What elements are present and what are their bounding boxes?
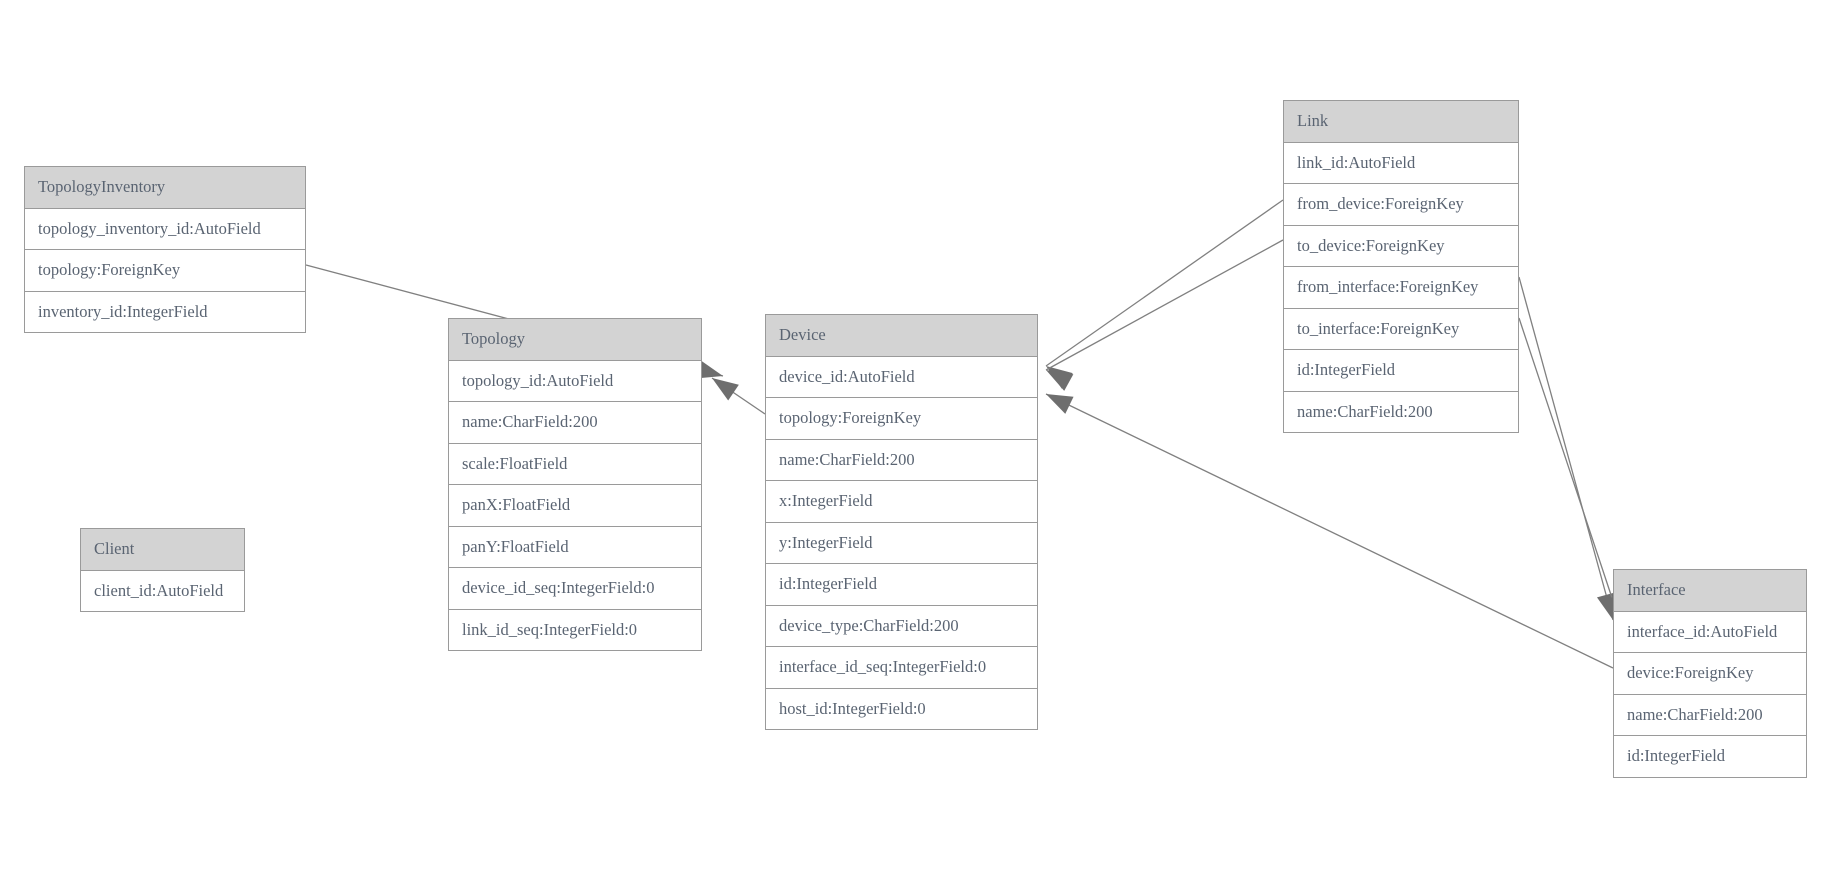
entity-field[interactable]: from_interface:ForeignKey xyxy=(1284,267,1518,309)
relationship-link-from-device xyxy=(1045,199,1284,389)
relationship-arrowhead xyxy=(1046,370,1074,391)
entity-field[interactable]: topology_id:AutoField xyxy=(449,360,701,402)
relationship-arrowhead xyxy=(1046,366,1073,389)
relationship-line xyxy=(1045,239,1284,371)
entity-field[interactable]: inventory_id:IntegerField xyxy=(25,291,305,332)
relationship-link-from-interface xyxy=(1518,276,1616,621)
relationship-line xyxy=(711,377,766,415)
relationship-line xyxy=(1045,199,1284,367)
entity-field[interactable]: client_id:AutoField xyxy=(81,570,244,611)
entity-field[interactable]: from_device:ForeignKey xyxy=(1284,184,1518,226)
entity-field[interactable]: interface_id:AutoField xyxy=(1614,611,1806,653)
entity-field[interactable]: topology:ForeignKey xyxy=(766,398,1037,440)
entity-field[interactable]: to_interface:ForeignKey xyxy=(1284,308,1518,350)
entity-field[interactable]: y:IntegerField xyxy=(766,522,1037,564)
entity-field[interactable]: panY:FloatField xyxy=(449,526,701,568)
entity-field[interactable]: topology:ForeignKey xyxy=(25,250,305,292)
entity-field[interactable]: name:CharField:200 xyxy=(1614,694,1806,736)
entity-field[interactable]: name:CharField:200 xyxy=(449,402,701,444)
relationship-line xyxy=(1518,317,1621,623)
entity-field[interactable]: id:IntegerField xyxy=(1614,736,1806,777)
relationship-line xyxy=(1045,393,1614,669)
entity-field[interactable]: name:CharField:200 xyxy=(766,439,1037,481)
entity-field[interactable]: device:ForeignKey xyxy=(1614,653,1806,695)
relationship-link-to-device xyxy=(1045,239,1284,391)
entity-field[interactable]: name:CharField:200 xyxy=(1284,391,1518,432)
entity-title-link: Link xyxy=(1284,101,1518,143)
entity-field[interactable]: host_id:IntegerField:0 xyxy=(766,688,1037,729)
entity-field[interactable]: device_type:CharField:200 xyxy=(766,605,1037,647)
entity-field[interactable]: topology_inventory_id:AutoField xyxy=(25,208,305,250)
entity-title-client: Client xyxy=(81,529,244,571)
entity-field[interactable]: panX:FloatField xyxy=(449,485,701,527)
entity-field[interactable]: id:IntegerField xyxy=(766,564,1037,606)
entity-field[interactable]: device_id:AutoField xyxy=(766,356,1037,398)
relationship-device-topology xyxy=(711,377,766,415)
entity-field[interactable]: link_id_seq:IntegerField:0 xyxy=(449,609,701,650)
entity-title-topology_inventory: TopologyInventory xyxy=(25,167,305,209)
relationship-line xyxy=(1518,276,1614,621)
entity-field[interactable]: link_id:AutoField xyxy=(1284,142,1518,184)
entity-field[interactable]: interface_id_seq:IntegerField:0 xyxy=(766,647,1037,689)
entity-field[interactable]: device_id_seq:IntegerField:0 xyxy=(449,568,701,610)
relationship-arrowhead xyxy=(712,378,739,401)
entity-field[interactable]: scale:FloatField xyxy=(449,443,701,485)
entity-title-topology: Topology xyxy=(449,319,701,361)
entity-field[interactable]: id:IntegerField xyxy=(1284,350,1518,392)
entity-field[interactable]: x:IntegerField xyxy=(766,481,1037,523)
entity-field[interactable]: to_device:ForeignKey xyxy=(1284,225,1518,267)
entity-title-device: Device xyxy=(766,315,1037,357)
relationship-arrowhead xyxy=(1046,394,1074,414)
entity-title-interface: Interface xyxy=(1614,570,1806,612)
